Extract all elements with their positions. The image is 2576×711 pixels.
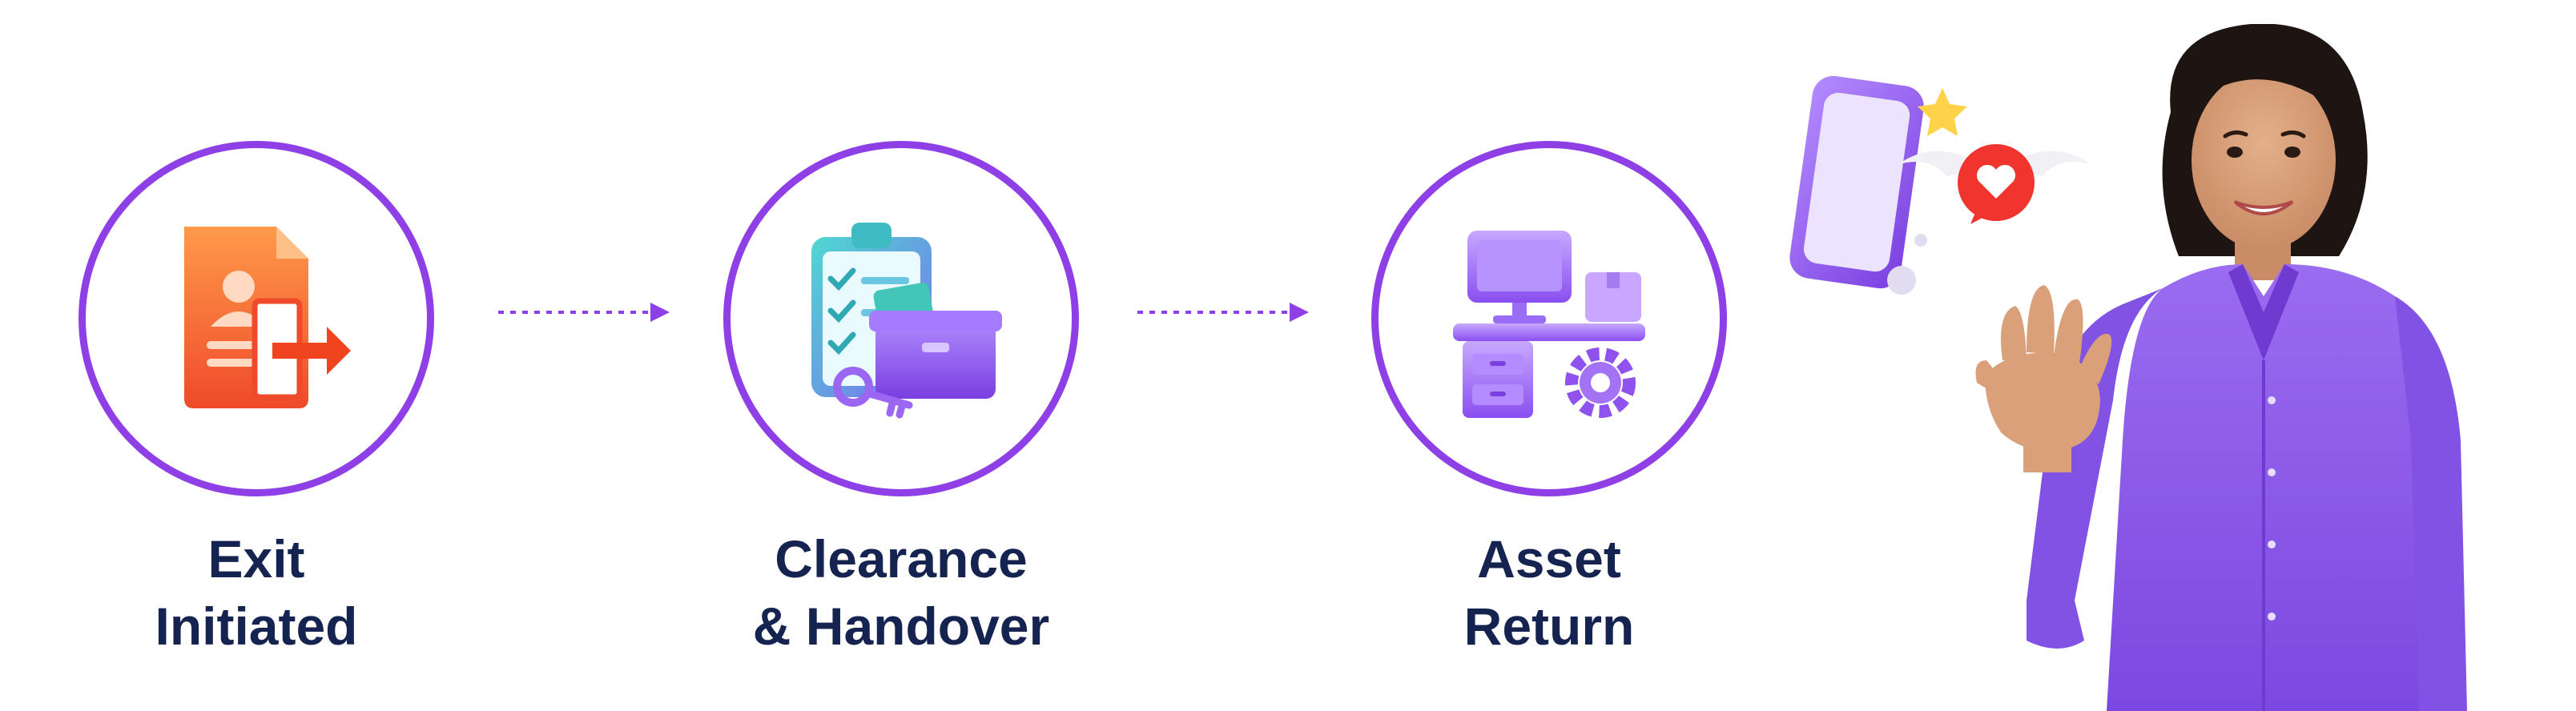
step-exit-initiated: Exit Initiated xyxy=(70,141,442,660)
decor-bubble xyxy=(1887,266,1916,295)
step-label: Asset Return xyxy=(1463,529,1635,656)
decor-bubble xyxy=(1914,234,1927,247)
step-asset-return: Asset Return xyxy=(1363,141,1735,660)
heart-bubble-icon xyxy=(1898,144,2091,224)
desk-computer-gear-icon xyxy=(1453,231,1645,418)
dashed-arrow-connector xyxy=(1137,303,1309,322)
waving-woman-illustration xyxy=(1789,24,2467,711)
step-circle xyxy=(78,141,434,496)
woman-figure xyxy=(1975,24,2467,711)
star-icon xyxy=(1918,88,1967,136)
step-clearance-handover: Clearance & Handover xyxy=(715,141,1087,660)
step-circle xyxy=(723,141,1079,496)
step-circle xyxy=(1371,141,1727,496)
step-label: Exit Initiated xyxy=(155,529,358,656)
step-label: Clearance & Handover xyxy=(752,529,1050,656)
waving-hand xyxy=(1975,285,2112,472)
exit-document-icon xyxy=(184,227,351,408)
clipboard-box-key-icon xyxy=(811,223,1002,419)
dashed-arrow-connector xyxy=(498,303,670,322)
phone-icon xyxy=(1789,75,1924,289)
